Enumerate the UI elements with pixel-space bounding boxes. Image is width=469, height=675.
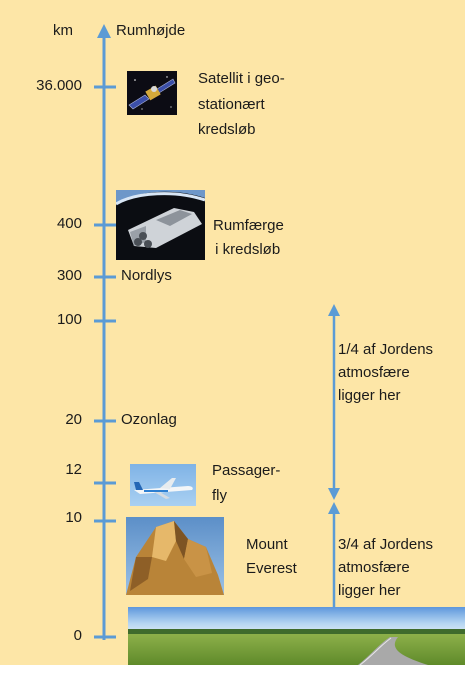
lower-bracket-head-top [328,502,340,514]
tick-label-20: 20 [65,411,82,428]
unit-label: km [53,22,73,39]
space-shuttle-image [116,190,205,260]
shuttle-label-line: Rumfærge [213,217,284,234]
satellite-image [127,71,177,115]
tick-label-300: 300 [56,267,82,284]
diagram-background [0,0,465,665]
tick-label-100: 100 [56,311,82,328]
airplane-image [130,464,196,506]
lower-note-line: ligger her [338,582,401,599]
shuttle-label-line: i kredsløb [211,241,281,258]
upper-bracket-head-top [328,304,340,316]
tick-label-10: 10 [65,509,82,526]
satellite-label-line: stationært [198,96,265,113]
lower-note-line: atmosfære [338,559,410,576]
tick-label-0: 0 [73,627,82,644]
mountain-image [126,517,224,595]
airplane-label-line: Passager- [212,462,281,479]
landscape-image [128,607,465,665]
satellite-label-line: kredsløb [198,121,256,138]
axis-arrowhead [97,24,111,38]
axis-title: Rumhøjde [116,22,186,39]
upper-note-line: 1/4 af Jordens [338,341,434,358]
upper-note-line: atmosfære [338,364,410,381]
tick-label-400: 400 [56,215,82,232]
lower-note-line: 3/4 af Jordens [338,536,434,553]
tick-label-12: 12 [65,461,82,478]
airplane-label-line: fly [212,487,227,504]
everest-label-line: Mount [246,536,288,553]
tick-label-36000: 36.000 [36,77,82,94]
upper-note-line: ligger her [338,387,401,404]
aurora-label: Nordlys [121,267,172,284]
upper-bracket-head-bottom [328,488,340,500]
everest-label-line: Everest [246,560,297,577]
ozone-label: Ozonlag [121,411,177,428]
satellite-label-line: Satellit i geo- [198,70,285,87]
